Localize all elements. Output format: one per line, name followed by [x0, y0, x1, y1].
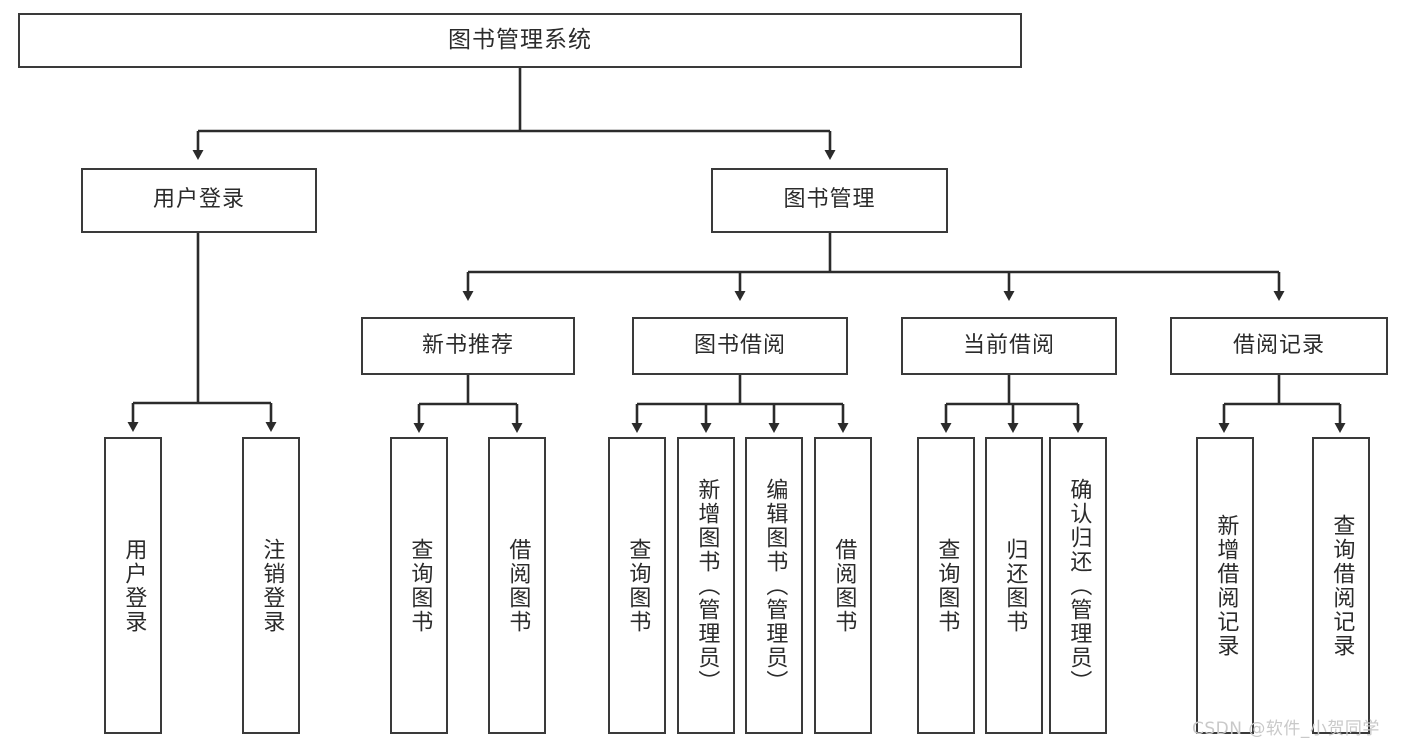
- leaf-current-query-book[interactable]: 查询图书: [917, 437, 975, 734]
- node-label: 归还图书: [1002, 537, 1028, 634]
- node-label: 用户登录: [152, 187, 245, 213]
- node-label: 查询图书: [407, 537, 433, 634]
- leaf-user-login[interactable]: 用户登录: [104, 437, 162, 734]
- leaf-record-query-borrow-record[interactable]: 查询借阅记录: [1312, 437, 1370, 734]
- node-current-borrow[interactable]: 当前借阅: [901, 317, 1117, 375]
- leaf-current-confirm-return-admin[interactable]: 确认归还（管理员）: [1049, 437, 1107, 734]
- node-label: 注销登录: [259, 537, 285, 634]
- leaf-borrow-edit-book-admin[interactable]: 编辑图书（管理员）: [745, 437, 803, 734]
- node-label: 新增图书（管理员）: [694, 477, 720, 694]
- leaf-current-return-book[interactable]: 归还图书: [985, 437, 1043, 734]
- leaf-borrow-add-book-admin[interactable]: 新增图书（管理员）: [677, 437, 735, 734]
- node-label: 用户登录: [121, 537, 147, 634]
- node-root-system[interactable]: 图书管理系统: [18, 13, 1022, 68]
- leaf-borrow-borrow-book[interactable]: 借阅图书: [814, 437, 872, 734]
- node-user-login[interactable]: 用户登录: [81, 168, 317, 233]
- leaf-borrow-query-book[interactable]: 查询图书: [608, 437, 666, 734]
- leaf-recommend-query-book[interactable]: 查询图书: [390, 437, 448, 734]
- node-label: 编辑图书（管理员）: [762, 477, 788, 694]
- leaf-user-logout[interactable]: 注销登录: [242, 437, 300, 734]
- node-label: 查询图书: [625, 537, 651, 634]
- node-label: 查询图书: [934, 537, 960, 634]
- node-label: 当前借阅: [962, 332, 1055, 358]
- leaf-recommend-borrow-book[interactable]: 借阅图书: [488, 437, 546, 734]
- node-book-borrow[interactable]: 图书借阅: [632, 317, 848, 375]
- node-label: 确认归还（管理员）: [1066, 477, 1092, 694]
- node-label: 查询借阅记录: [1329, 513, 1355, 658]
- node-borrow-record[interactable]: 借阅记录: [1170, 317, 1388, 375]
- node-label: 图书管理: [783, 187, 876, 213]
- node-label: 新书推荐: [421, 332, 514, 358]
- watermark-credit: CSDN @软件_小贺同学: [1192, 719, 1380, 739]
- node-book-management[interactable]: 图书管理: [711, 168, 948, 233]
- leaf-record-add-borrow-record[interactable]: 新增借阅记录: [1196, 437, 1254, 734]
- node-label: 图书借阅: [693, 332, 786, 358]
- node-label: 图书管理系统: [448, 26, 592, 53]
- node-label: 借阅记录: [1232, 332, 1325, 358]
- node-label: 借阅图书: [831, 537, 857, 634]
- node-new-book-recommend[interactable]: 新书推荐: [361, 317, 575, 375]
- node-label: 新增借阅记录: [1213, 513, 1239, 658]
- node-label: 借阅图书: [505, 537, 531, 634]
